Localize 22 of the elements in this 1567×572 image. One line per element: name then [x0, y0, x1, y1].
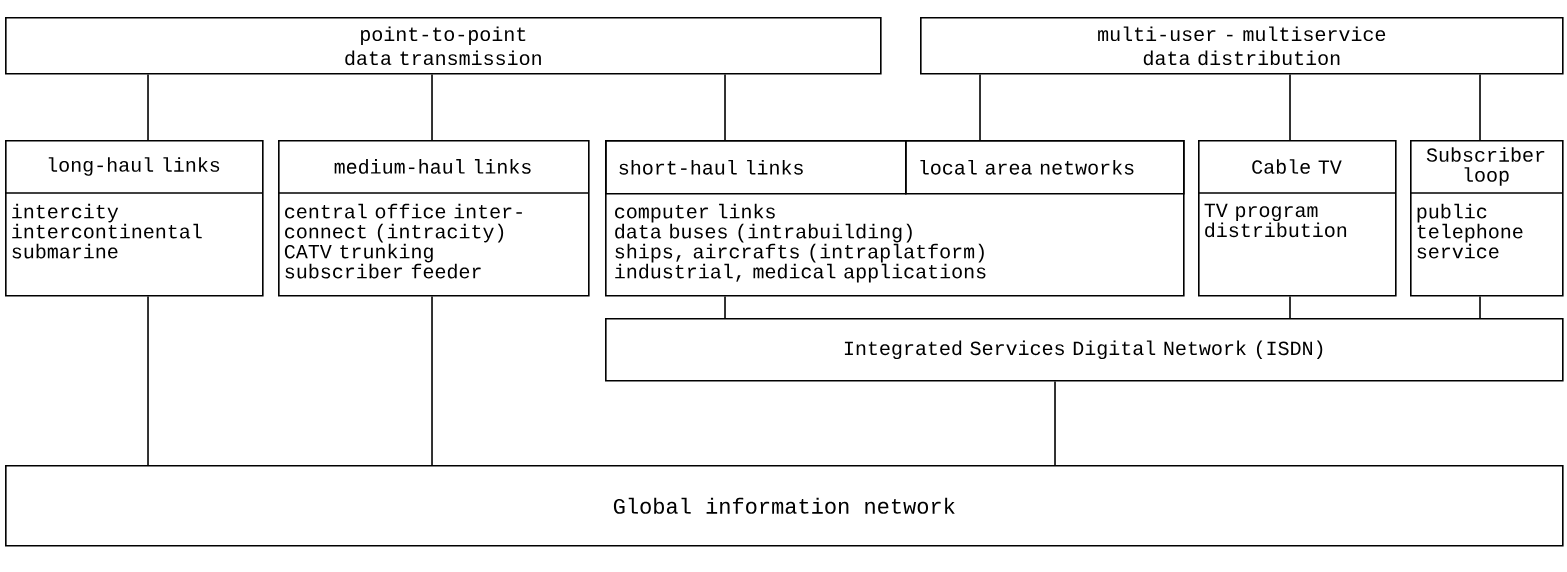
connector-line: [1289, 295, 1291, 319]
label-box: Global information network: [5, 465, 1564, 547]
connector-line: [724, 73, 726, 141]
connector-line: [1289, 73, 1291, 141]
connector-line: [1054, 380, 1056, 466]
connector-line: [147, 73, 149, 141]
label-box: point-to-point data transmission: [5, 17, 882, 75]
category-box: Cable TV TV program distribution: [1197, 140, 1397, 297]
header-cell: local area networks: [905, 140, 1185, 195]
connector-line: [724, 295, 726, 319]
connector-line: [979, 73, 981, 141]
category-box: medium-haul links central office inter- connect (intracity) CATV trunking subscriber feeder: [277, 140, 590, 297]
label-box: multi-user - multiservice data distribution: [920, 17, 1564, 75]
header-cell: short-haul links: [605, 140, 907, 195]
category-box: long-haul links intercity intercontinental submarine: [4, 140, 264, 297]
connector-line: [147, 295, 149, 466]
connector-line: [431, 73, 433, 141]
connector-line: [1479, 295, 1481, 319]
category-box: Subscriber loop public telephone service: [1409, 140, 1564, 297]
connector-line: [431, 295, 433, 466]
connector-line: [1479, 73, 1481, 141]
label-box: Integrated Services Digital Network (ISDN): [605, 318, 1564, 382]
